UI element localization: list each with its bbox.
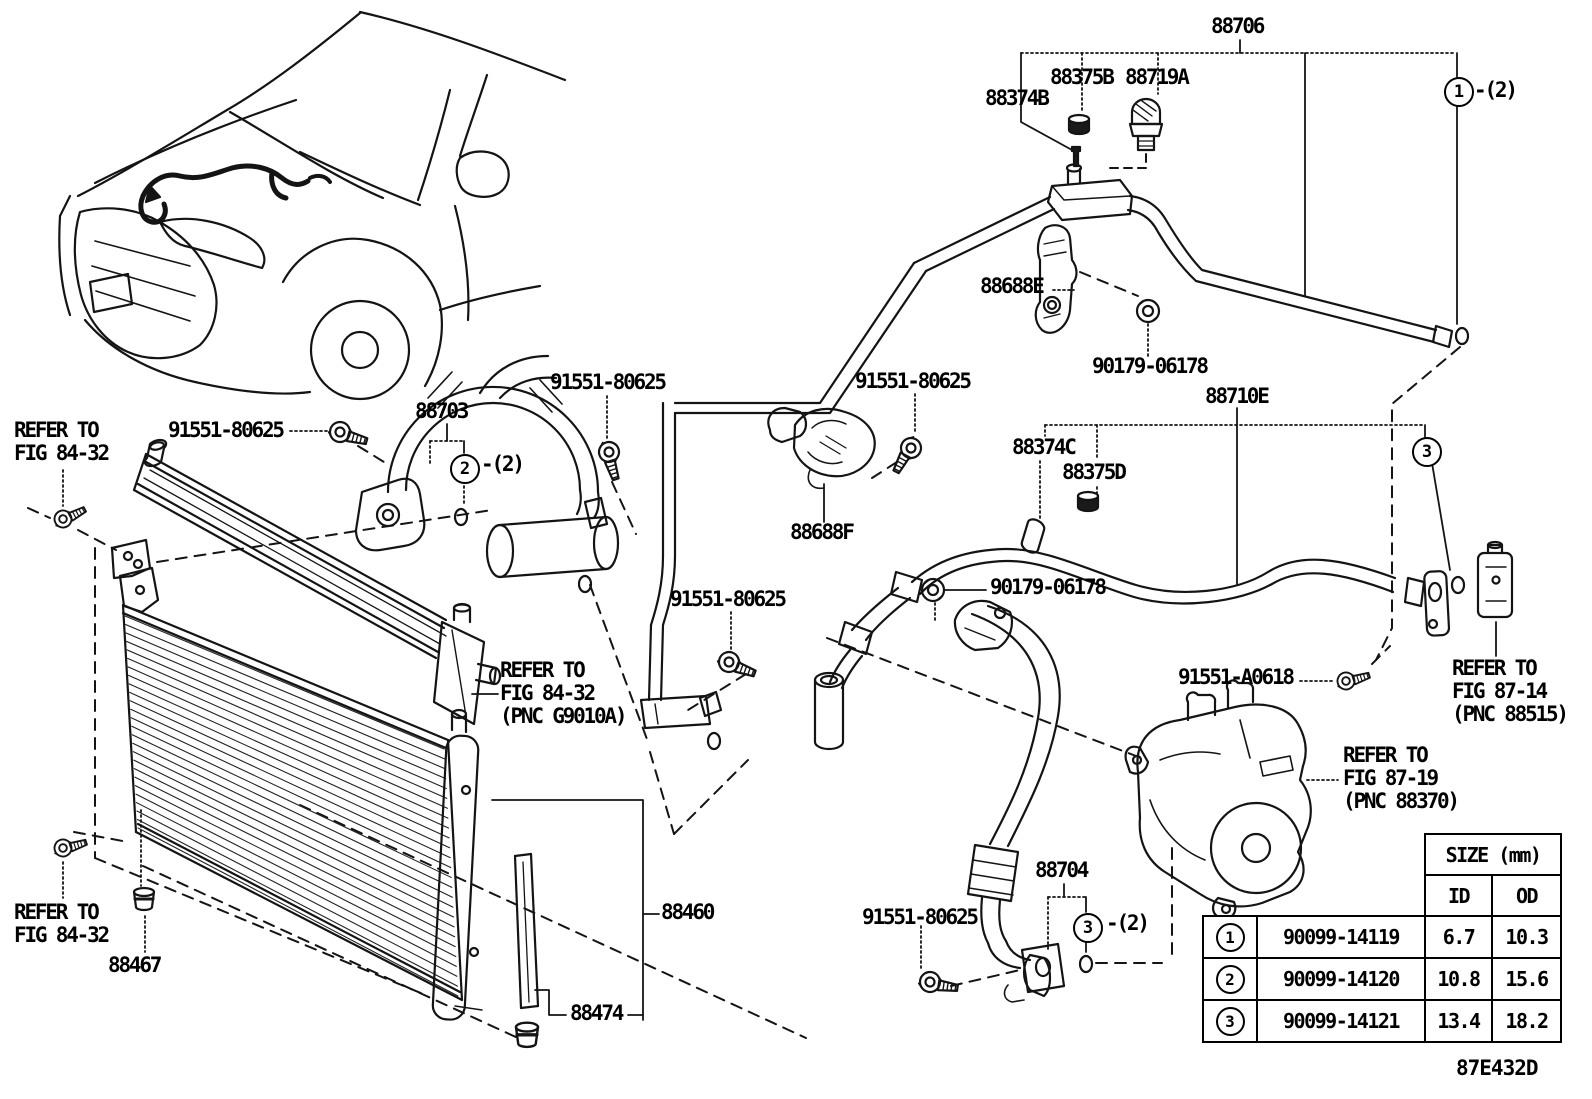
part-label-88704: 88704 <box>1035 858 1089 882</box>
condenser <box>121 603 483 1021</box>
ref-fig-84-32-bottom: REFER TO FIG 84-32 <box>14 900 110 947</box>
part-label-88688F: 88688F <box>790 520 855 544</box>
ref-line: FIG 84-32 <box>500 681 596 705</box>
table-row-num: 1 <box>1202 915 1258 959</box>
table-row-num: 2 <box>1202 957 1258 1001</box>
table-row-id: 10.8 <box>1424 957 1493 1001</box>
part-label-88688E: 88688E <box>980 274 1045 298</box>
part-label-88703: 88703 <box>415 399 469 423</box>
part-label-91551-A0618: 91551-A0618 <box>1178 665 1295 689</box>
ref-line: REFER TO <box>14 418 100 442</box>
size-table-title: SIZE (mm) <box>1424 833 1562 876</box>
ref-line: FIG 84-32 <box>14 923 110 947</box>
part-label-91551-80625: 91551-80625 <box>550 370 667 394</box>
ref-line: FIG 87-14 <box>1452 679 1548 703</box>
hose-clamp-88704 <box>1003 953 1052 1003</box>
table-row-od: 15.6 <box>1491 957 1562 1001</box>
part-label-88706: 88706 <box>1211 14 1265 38</box>
ref-fig-84-32-g9010a: REFER TO FIG 84-32 (PNC G9010A) <box>500 658 628 728</box>
callout-circle-1: 1 <box>1215 922 1245 952</box>
callout-circle-3: 3 <box>1073 913 1103 943</box>
part-label-90179-06178: 90179-06178 <box>1092 354 1209 378</box>
part-label-88374B: 88374B <box>985 86 1050 110</box>
ref-fig-87-19: REFER TO FIG 87-19 (PNC 88370) <box>1343 743 1460 813</box>
hose-clamp-top <box>953 599 1014 652</box>
grommet-icon <box>132 886 540 1049</box>
size-table-col-id: ID <box>1424 874 1493 917</box>
part-label-88474: 88474 <box>570 1001 624 1025</box>
part-label-88375B: 88375B <box>1050 65 1115 89</box>
table-row-od: 10.3 <box>1491 915 1562 959</box>
pressure-sensor-icon <box>1128 97 1164 152</box>
table-row-part: 90099-14120 <box>1256 957 1426 1001</box>
ref-line: FIG 87-19 <box>1343 766 1439 790</box>
callout-circle-3: 3 <box>1412 437 1442 467</box>
part-label-91551-80625: 91551-80625 <box>855 369 972 393</box>
table-row-part: 90099-14119 <box>1256 915 1426 959</box>
receiver-tank <box>431 708 483 1021</box>
ref-line: REFER TO <box>14 900 100 924</box>
size-table-col-od: OD <box>1491 874 1562 917</box>
seal-strip <box>513 852 540 1010</box>
clamp-88688F <box>767 406 876 490</box>
callout-circle-1: 1 <box>1444 77 1474 107</box>
pipe-assy-88710E <box>813 540 1514 751</box>
liquid-pipe <box>639 261 928 730</box>
car-sketch <box>58 10 567 401</box>
valve-core-icon <box>1070 145 1082 168</box>
part-label-88375D: 88375D <box>1062 460 1127 484</box>
part-label-91551-80625: 91551-80625 <box>168 418 285 442</box>
ref-fig-84-32-top: REFER TO FIG 84-32 <box>14 418 110 465</box>
callout-circle-2: 2 <box>1215 964 1245 994</box>
qty-label: -(2) <box>1474 78 1518 102</box>
part-label-88710E: 88710E <box>1205 384 1270 408</box>
table-row-od: 18.2 <box>1491 999 1562 1043</box>
part-label-91551-80625: 91551-80625 <box>670 587 787 611</box>
callout-bracket-lines <box>62 39 1497 1021</box>
table-row-id: 13.4 <box>1424 999 1493 1043</box>
ref-line: REFER TO <box>1452 656 1538 680</box>
callout-circle-3: 3 <box>1215 1006 1245 1036</box>
service-valve-icons <box>1020 97 1164 554</box>
dashed-construction-lines <box>27 151 1461 1039</box>
part-label-88467: 88467 <box>108 953 162 977</box>
sub-radiator <box>110 438 502 726</box>
ref-line: (PNC 88370) <box>1343 789 1460 813</box>
connector-icon <box>1020 518 1046 554</box>
receiver-drier <box>1476 540 1514 619</box>
figure-code: 87E432D <box>1456 1056 1539 1080</box>
part-label-90179-06178: 90179-06178 <box>990 575 1107 599</box>
ref-line: (PNC 88515) <box>1452 702 1569 726</box>
part-label-88460: 88460 <box>661 900 715 924</box>
part-label-91551-80625: 91551-80625 <box>862 905 979 929</box>
clamp-88688E <box>1034 224 1078 334</box>
qty-label: -(2) <box>1106 911 1150 935</box>
pipe-flange <box>1403 570 1451 637</box>
suction-hose <box>953 599 1066 1003</box>
ref-line: REFER TO <box>1343 743 1429 767</box>
hose-88703 <box>354 371 620 579</box>
pipe-assy-88706 <box>912 163 1454 349</box>
table-row-id: 6.7 <box>1424 915 1493 959</box>
muffler <box>485 496 620 579</box>
qty-label: -(2) <box>481 452 525 476</box>
callout-circle-2: 2 <box>450 454 480 484</box>
part-label-88719A: 88719A <box>1125 65 1190 89</box>
part-label-88374C: 88374C <box>1012 435 1077 459</box>
ref-line: REFER TO <box>500 658 586 682</box>
ref-line: (PNC G9010A) <box>500 704 628 728</box>
table-row-num: 3 <box>1202 999 1258 1043</box>
table-row-part: 90099-14121 <box>1256 999 1426 1043</box>
ref-fig-87-14: REFER TO FIG 87-14 (PNC 88515) <box>1452 656 1569 726</box>
compressor <box>1124 679 1312 920</box>
ref-line: FIG 84-32 <box>14 441 110 465</box>
